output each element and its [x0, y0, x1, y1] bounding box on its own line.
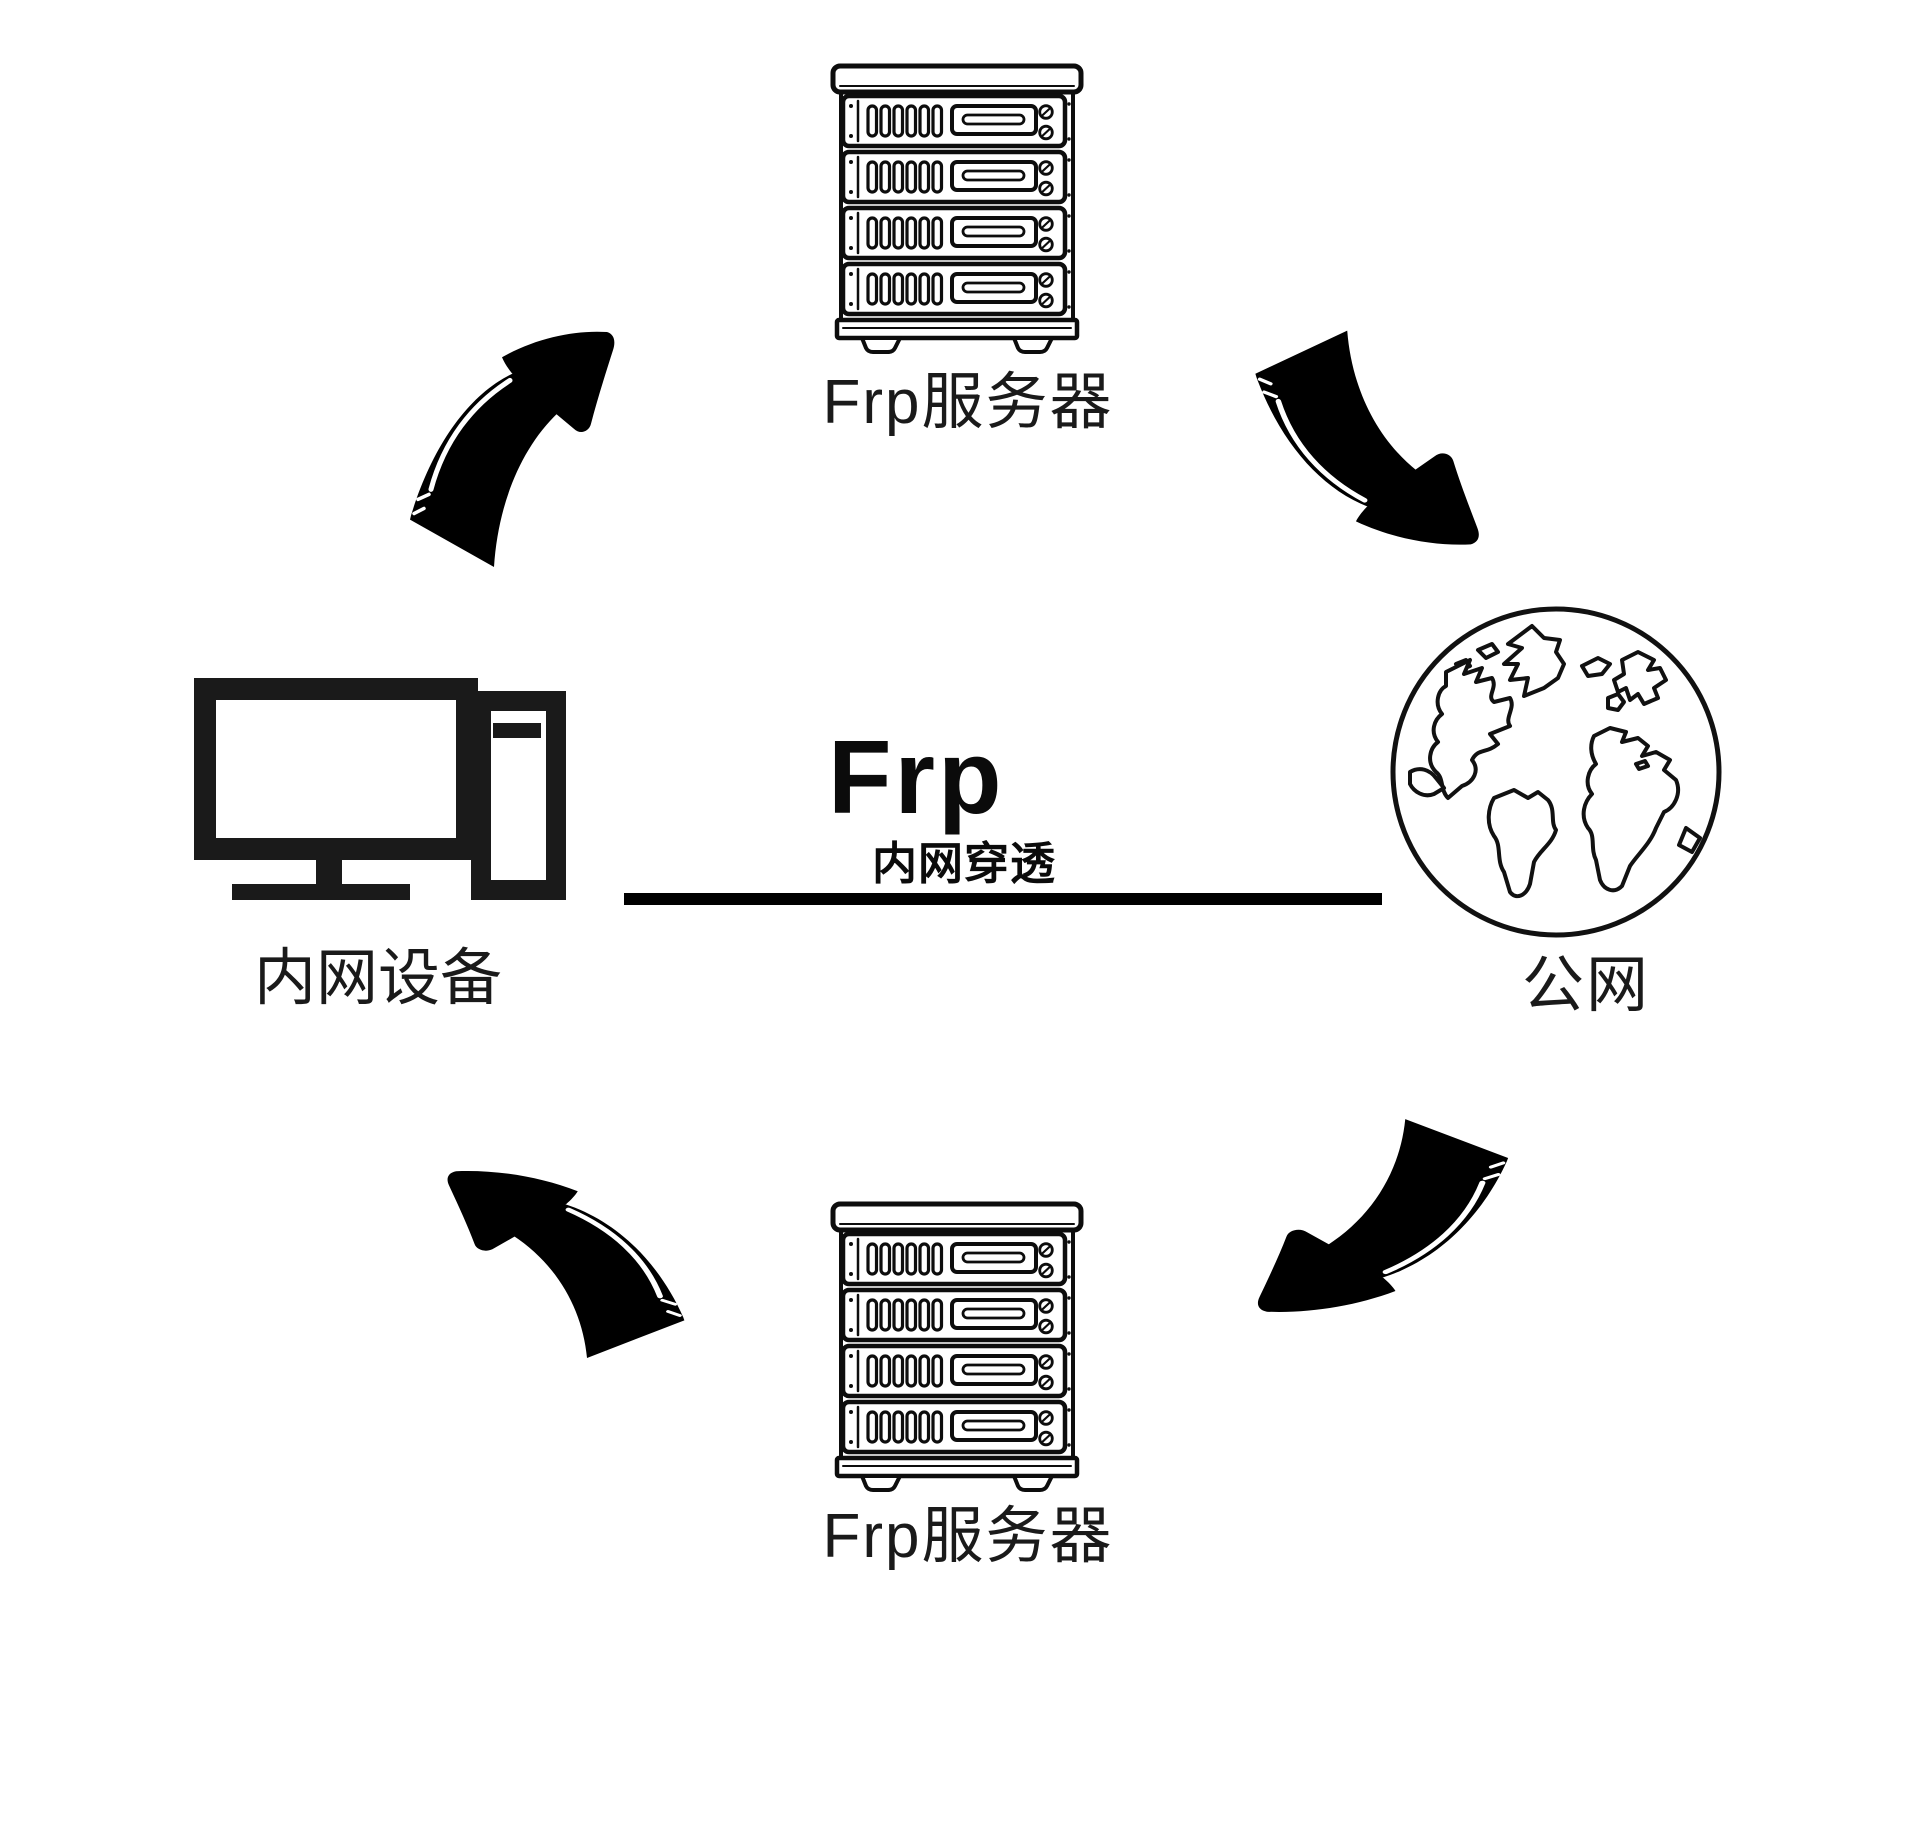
center-divider-line [624, 893, 1382, 905]
node-public-network [1386, 602, 1726, 942]
node-intranet-device [194, 678, 574, 904]
server-rack-icon [826, 62, 1088, 354]
desktop-computer-icon [194, 678, 574, 904]
diagram-subtitle: 内网穿透 [872, 838, 1057, 889]
curved-arrow-northwest-icon [441, 1168, 689, 1362]
curved-arrow-southeast-icon [1251, 326, 1485, 548]
globe-icon [1386, 602, 1726, 942]
intranet-device-label: 内网设备 [253, 944, 502, 1013]
curved-arrow-northeast-icon [406, 328, 620, 572]
frp-server-bottom-label: Frp服务器 [822, 1502, 1114, 1571]
server-rack-icon [826, 1200, 1088, 1492]
public-network-label: 公网 [1521, 951, 1650, 1020]
node-frp-server-top [826, 62, 1088, 354]
frp-server-top-label: Frp服务器 [822, 368, 1114, 437]
node-frp-server-bottom [826, 1200, 1088, 1492]
curved-arrow-southwest-icon [1251, 1115, 1513, 1315]
diagram-title: Frp [828, 720, 1005, 836]
